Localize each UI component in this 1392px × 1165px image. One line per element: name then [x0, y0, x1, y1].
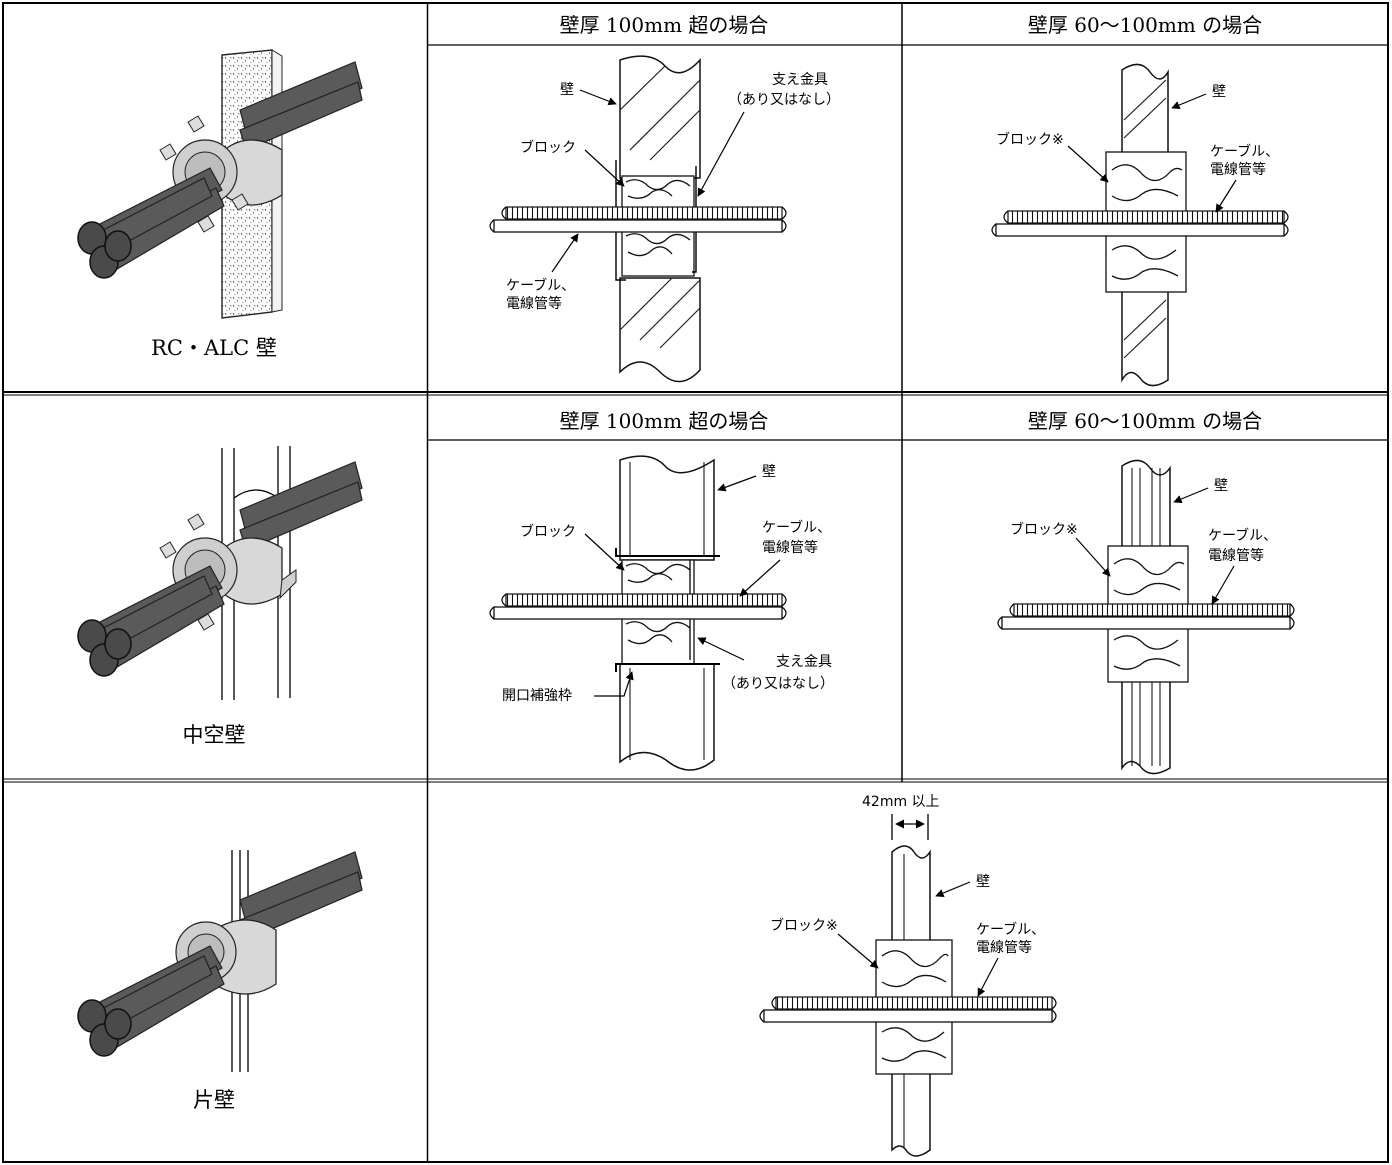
rc-alc-thick-wall-section — [489, 55, 787, 383]
row3-block-label: ブロック※ — [770, 917, 838, 934]
row2-left-wall-label: 壁 — [762, 464, 776, 480]
row1-header-left: 壁厚 100mm 超の場合 — [560, 13, 769, 37]
row1-right-wall-label: 壁 — [1212, 84, 1226, 100]
row1-right-cable-label-1: ケーブル、 — [1210, 143, 1279, 160]
row2-left-cable-label-2: 電線管等 — [762, 539, 818, 556]
row1-right-cable-label-2: 電線管等 — [1210, 161, 1266, 178]
row2-header-right: 壁厚 60～100mm の場合 — [1028, 409, 1262, 433]
row2-left-bracket-label-2: （あり又はなし） — [722, 676, 834, 692]
row3-cable-label-2: 電線管等 — [976, 939, 1032, 956]
row3-dimension-label: 42mm 以上 — [862, 794, 940, 810]
row1-left-cable-label-1: ケーブル、 — [506, 277, 575, 294]
single-wall-illustration — [77, 850, 363, 1072]
row1-caption: RC・ALC 壁 — [151, 336, 277, 360]
row2-left-frame-label: 開口補強枠 — [502, 688, 572, 704]
rc-alc-thin-wall-section — [991, 63, 1289, 387]
row2-left-block-label: ブロック — [520, 523, 576, 540]
row1-left-bracket-label-1: 支え金具 — [772, 72, 828, 88]
row2-right-wall-label: 壁 — [1214, 478, 1228, 494]
row2-right-cable-label-1: ケーブル、 — [1208, 527, 1277, 544]
row1-left-cable-label-2: 電線管等 — [506, 295, 562, 312]
row2-left-bracket-label-1: 支え金具 — [776, 654, 832, 670]
row1-header-right: 壁厚 60～100mm の場合 — [1028, 13, 1262, 37]
row2-left-cable-label-1: ケーブル、 — [762, 519, 831, 536]
row1-left-wall-label: 壁 — [560, 82, 574, 98]
hollow-wall-illustration — [77, 446, 363, 700]
row1-left-bracket-label-2: （あり又はなし） — [728, 92, 840, 108]
row1-right-block-label: ブロック※ — [996, 131, 1064, 148]
hollow-thick-wall-section — [489, 455, 787, 771]
row3-cable-label-1: ケーブル、 — [976, 921, 1045, 938]
single-wall-section — [759, 814, 1057, 1157]
row2-right-block-label: ブロック※ — [1010, 521, 1078, 538]
row2-caption: 中空壁 — [183, 723, 246, 747]
row2-header-left: 壁厚 100mm 超の場合 — [560, 409, 769, 433]
row3-wall-label: 壁 — [976, 874, 990, 890]
row2-right-cable-label-2: 電線管等 — [1208, 547, 1264, 564]
hollow-thin-wall-section — [997, 459, 1295, 775]
row1-left-block-label: ブロック — [520, 139, 576, 156]
row3-caption: 片壁 — [193, 1088, 235, 1112]
rc-alc-wall-illustration — [77, 49, 363, 319]
